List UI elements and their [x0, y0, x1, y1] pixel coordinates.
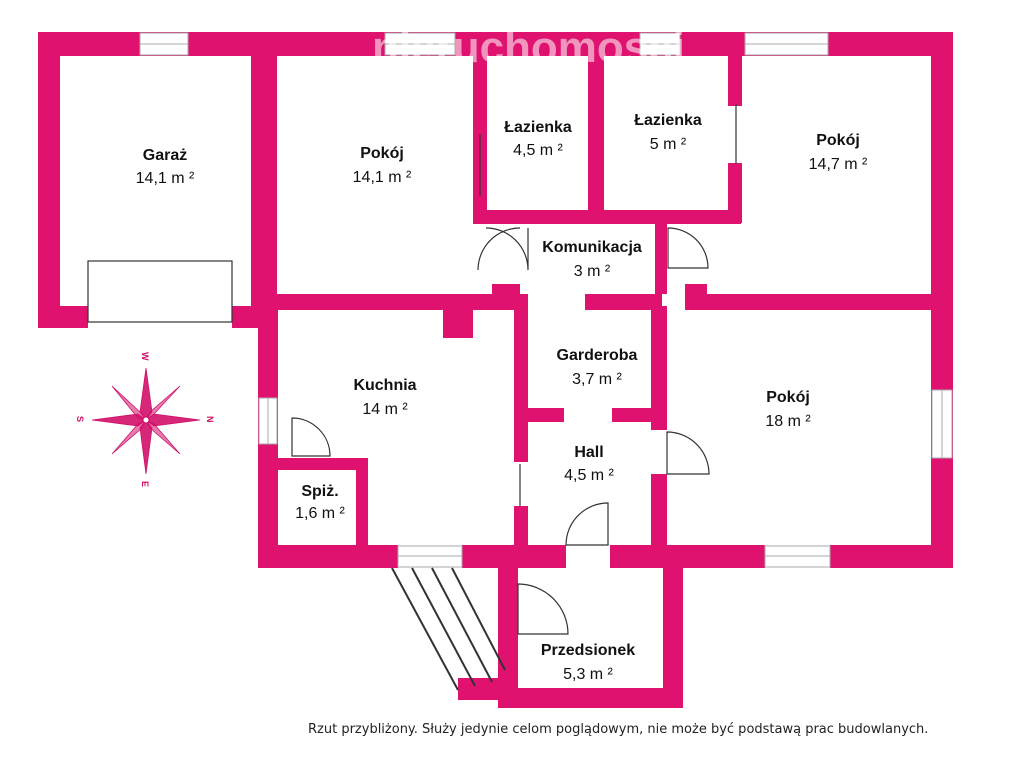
- room-name-przedsionek: Przedsionek: [541, 642, 635, 659]
- wall: [251, 32, 277, 328]
- garage-door: [87, 260, 233, 323]
- wall: [258, 444, 278, 568]
- wall: [458, 678, 518, 700]
- wall: [663, 566, 683, 696]
- compass-rose: W N S E: [75, 352, 215, 487]
- wall: [492, 284, 520, 298]
- watermark-text: nieruchomosci: [372, 23, 685, 72]
- door-swing: [666, 431, 710, 475]
- room-area-komunikacja: 3 m ²: [574, 263, 611, 280]
- room-name-pokoj-ne: Pokój: [816, 132, 860, 149]
- room-name-lazienka-2: Łazienka: [634, 112, 702, 129]
- room-area-hall: 4,5 m ²: [564, 467, 614, 484]
- room-area-kuchnia: 14 m ²: [362, 401, 408, 418]
- door-swing: [477, 227, 521, 271]
- wall: [258, 294, 528, 310]
- room-name-spiz: Spiż.: [301, 483, 338, 500]
- door-swing: [291, 417, 331, 457]
- room-labels: Garaż 14,1 m ² Pokój 14,1 m ² Łazienka 4…: [136, 112, 868, 683]
- wall: [651, 306, 667, 430]
- wall: [443, 306, 473, 338]
- doors: [291, 104, 737, 635]
- room-name-kuchnia: Kuchnia: [353, 377, 416, 394]
- door-swing: [667, 227, 709, 269]
- room-area-pokoj-nw: 14,1 m ²: [353, 169, 412, 186]
- room-name-hall: Hall: [574, 444, 603, 461]
- wall: [258, 545, 398, 568]
- entrance-stairs: [391, 567, 506, 691]
- compass-east: E: [140, 481, 150, 487]
- wall: [462, 545, 566, 568]
- room-name-komunikacja: Komunikacja: [542, 239, 642, 256]
- wall: [610, 545, 765, 568]
- room-area-przedsionek: 5,3 m ²: [563, 666, 613, 683]
- room-area-lazienka-1: 4,5 m ²: [513, 142, 563, 159]
- door-swing: [485, 227, 529, 271]
- compass-west: W: [140, 352, 150, 361]
- watermark-logo: nieruchomosci: [372, 23, 685, 72]
- wall: [830, 545, 953, 568]
- wall: [655, 222, 667, 294]
- room-name-pokoj-nw: Pokój: [360, 145, 404, 162]
- compass-north: N: [205, 416, 215, 423]
- wall: [498, 688, 683, 708]
- room-name-garderoba: Garderoba: [557, 347, 638, 364]
- disclaimer-text: Rzut przybliżony. Służy jedynie celom po…: [308, 722, 929, 737]
- room-area-pokoj-ne: 14,7 m ²: [809, 156, 868, 173]
- wall: [585, 294, 662, 310]
- wall: [473, 32, 487, 222]
- room-area-garderoba: 3,7 m ²: [572, 371, 622, 388]
- wall: [38, 32, 60, 328]
- wall: [728, 32, 742, 106]
- wall: [473, 210, 741, 224]
- room-name-garaz: Garaż: [143, 147, 187, 164]
- wall: [278, 458, 363, 470]
- door-swing: [565, 502, 609, 546]
- room-area-garaz: 14,1 m ²: [136, 170, 195, 187]
- wall: [514, 306, 528, 462]
- room-name-lazienka-1: Łazienka: [504, 119, 572, 136]
- wall: [685, 294, 953, 310]
- room-area-spiz: 1,6 m ²: [295, 505, 345, 522]
- wall: [38, 306, 88, 328]
- wall: [514, 408, 564, 422]
- wall: [651, 474, 667, 568]
- door-swing: [517, 583, 569, 635]
- wall: [498, 566, 518, 696]
- wall: [356, 458, 368, 568]
- room-name-pokoj-se: Pokój: [766, 389, 810, 406]
- wall: [685, 284, 707, 298]
- compass-south: S: [75, 416, 85, 422]
- room-area-lazienka-2: 5 m ²: [650, 136, 687, 153]
- windows: [139, 32, 953, 568]
- wall: [588, 32, 604, 222]
- wall: [728, 163, 742, 223]
- room-area-pokoj-se: 18 m ²: [765, 413, 811, 430]
